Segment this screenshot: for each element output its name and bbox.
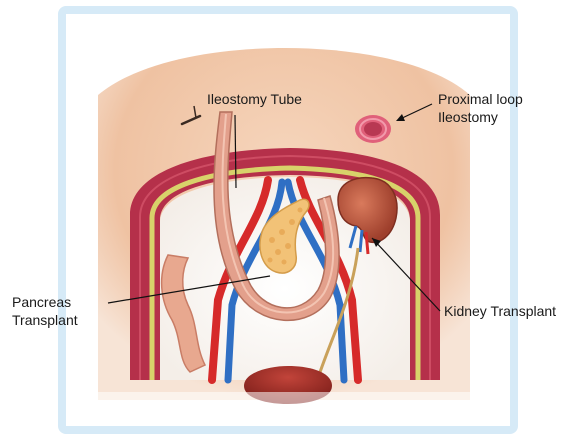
- label-kidney-transplant: Kidney Transplant: [444, 302, 556, 320]
- label-pancreas-transplant: Pancreas Transplant: [12, 293, 78, 329]
- label-pancreas-line2: Transplant: [12, 311, 78, 329]
- label-proximal-line2: Ileostomy: [438, 108, 523, 126]
- label-proximal-line1: Proximal loop: [438, 90, 523, 108]
- label-proximal-loop-ileostomy: Proximal loop Ileostomy: [438, 90, 523, 126]
- label-pancreas-line1: Pancreas: [12, 293, 78, 311]
- kidney-artery: [366, 232, 368, 254]
- bottom-fade: [66, 392, 510, 426]
- label-ileostomy-tube: Ileostomy Tube: [207, 90, 302, 108]
- stoma-center: [364, 122, 382, 136]
